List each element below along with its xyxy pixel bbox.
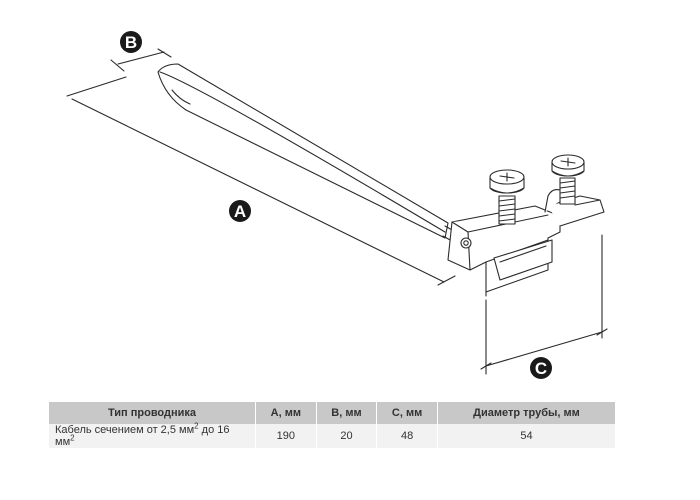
table-header-row: Тип проводника A, мм B, мм C, мм Диаметр… [49, 402, 615, 424]
cable-text-prefix: Кабель сечением от 2,5 мм [55, 424, 195, 436]
label-b-badge: B [120, 31, 142, 53]
dimension-a-lines [66, 76, 456, 286]
ground-spike [157, 63, 449, 239]
label-a: A [234, 202, 246, 221]
bolt-right [551, 154, 585, 205]
label-c: C [535, 359, 547, 378]
label-c-badge: C [530, 357, 552, 379]
cell-c: 48 [376, 424, 438, 448]
cell-conductor-type: Кабель сечением от 2,5 мм2 до 16 мм2 [49, 421, 256, 448]
cable-exp-2: 2 [70, 433, 75, 443]
cable-exp-1: 2 [194, 421, 199, 431]
cell-a: 190 [255, 424, 317, 448]
cell-pipe-diameter: 54 [437, 424, 615, 448]
dimension-c-lines [480, 234, 608, 375]
header-c: C, мм [376, 402, 438, 424]
label-b: B [125, 33, 137, 52]
header-a: A, мм [255, 402, 317, 424]
cable-text-mid: до 16 мм [55, 424, 230, 448]
cell-b: 20 [316, 424, 378, 448]
header-b: B, мм [316, 402, 378, 424]
bolt-left [489, 169, 525, 225]
header-pipe-diameter: Диаметр трубы, мм [437, 402, 615, 424]
label-a-badge: A [229, 200, 251, 222]
clamp-body [447, 189, 605, 297]
table-row: Кабель сечением от 2,5 мм2 до 16 мм2 190… [49, 421, 615, 448]
header-conductor-type: Тип проводника [49, 402, 256, 424]
spec-table: Тип проводника A, мм B, мм C, мм Диаметр… [49, 402, 615, 448]
grounding-clamp-drawing: B A C [66, 31, 608, 379]
dimension-b-lines [110, 48, 172, 72]
